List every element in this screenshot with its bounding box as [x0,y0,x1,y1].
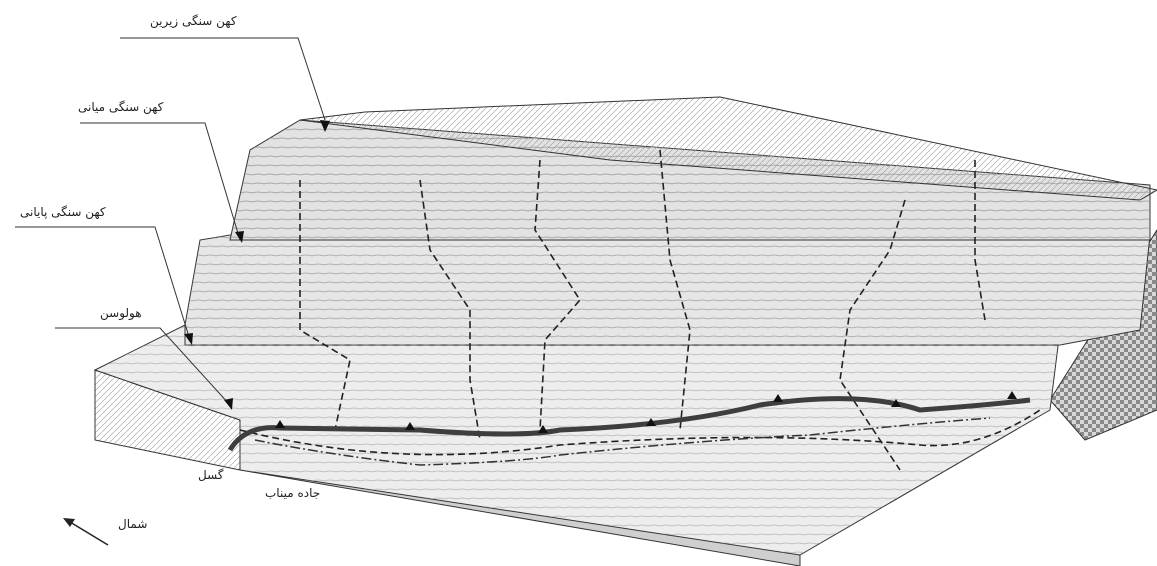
label-north: شمال [118,517,147,531]
label-middle-paleolithic: کهن سنگی میانی [78,100,163,114]
north-arrow-icon [63,518,108,545]
middle-terrace-contours [185,225,1150,345]
label-mining-road: جاده میناب [265,486,320,500]
label-late-paleolithic: کهن سنگی پایانی [20,205,106,219]
label-fault: گسل [198,468,224,482]
label-holocene: هولوسن [100,306,142,320]
label-upper-paleolithic: کهن سنگی زیرین [150,14,237,28]
